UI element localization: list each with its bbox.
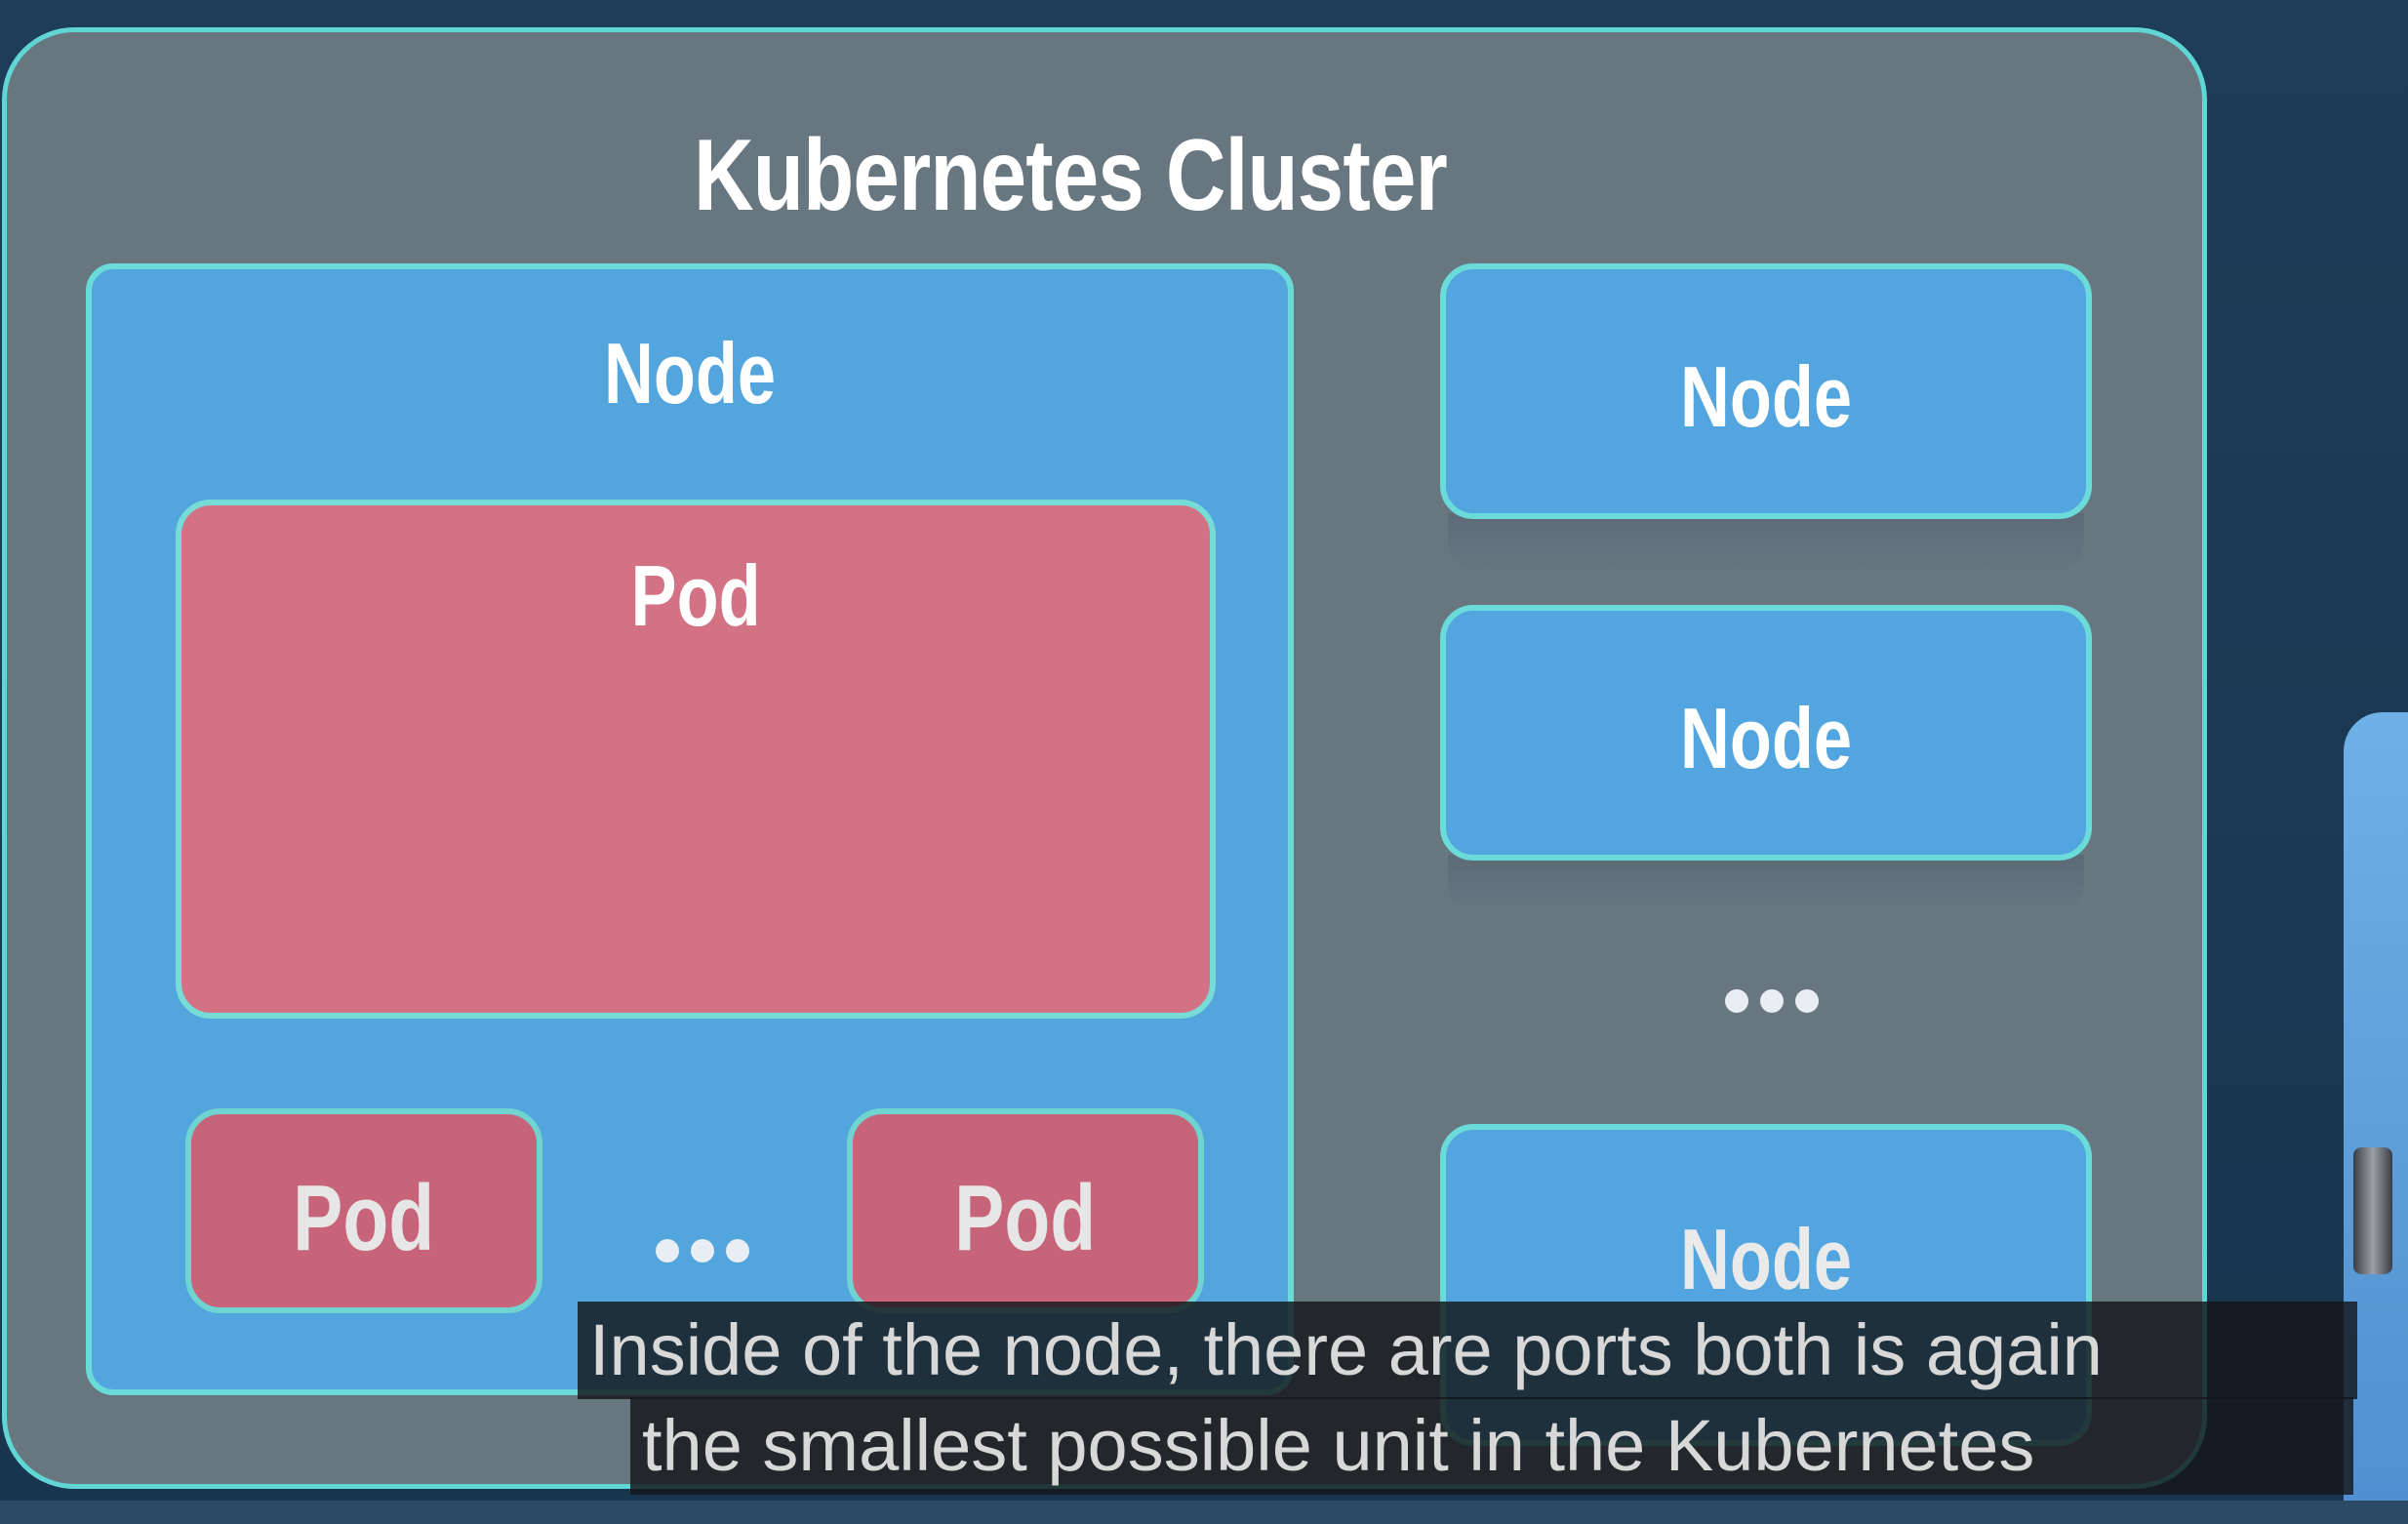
main-node-label: Node bbox=[604, 325, 776, 421]
subtitle-line-1: Inside of the node, there are ports both… bbox=[578, 1302, 2357, 1399]
small-pod-box-1: Pod bbox=[185, 1108, 542, 1313]
pods-ellipsis bbox=[656, 1239, 749, 1263]
side-node-label-2: Node bbox=[1680, 690, 1852, 786]
main-pod-label: Pod bbox=[630, 547, 761, 644]
bottom-bar bbox=[0, 1501, 2408, 1524]
side-node-box-2: Node bbox=[1440, 605, 2092, 861]
side-node-label-3: Node bbox=[1680, 1211, 1852, 1307]
small-pod-label-2: Pod bbox=[954, 1166, 1097, 1270]
node-shadow-2 bbox=[1448, 855, 2084, 913]
nodes-ellipsis bbox=[1725, 989, 1819, 1013]
main-pod-box: Pod bbox=[176, 500, 1216, 1019]
node-shadow-1 bbox=[1448, 513, 2084, 572]
cluster-title: Kubernetes Cluster bbox=[694, 119, 1448, 232]
side-node-box-1: Node bbox=[1440, 263, 2092, 519]
microphone-icon bbox=[2353, 1147, 2392, 1274]
side-node-label-1: Node bbox=[1680, 348, 1852, 445]
subtitle-line-2: the smallest possible unit in the Kubern… bbox=[630, 1397, 2353, 1495]
small-pod-box-2: Pod bbox=[847, 1108, 1204, 1313]
small-pod-label-1: Pod bbox=[293, 1166, 435, 1270]
